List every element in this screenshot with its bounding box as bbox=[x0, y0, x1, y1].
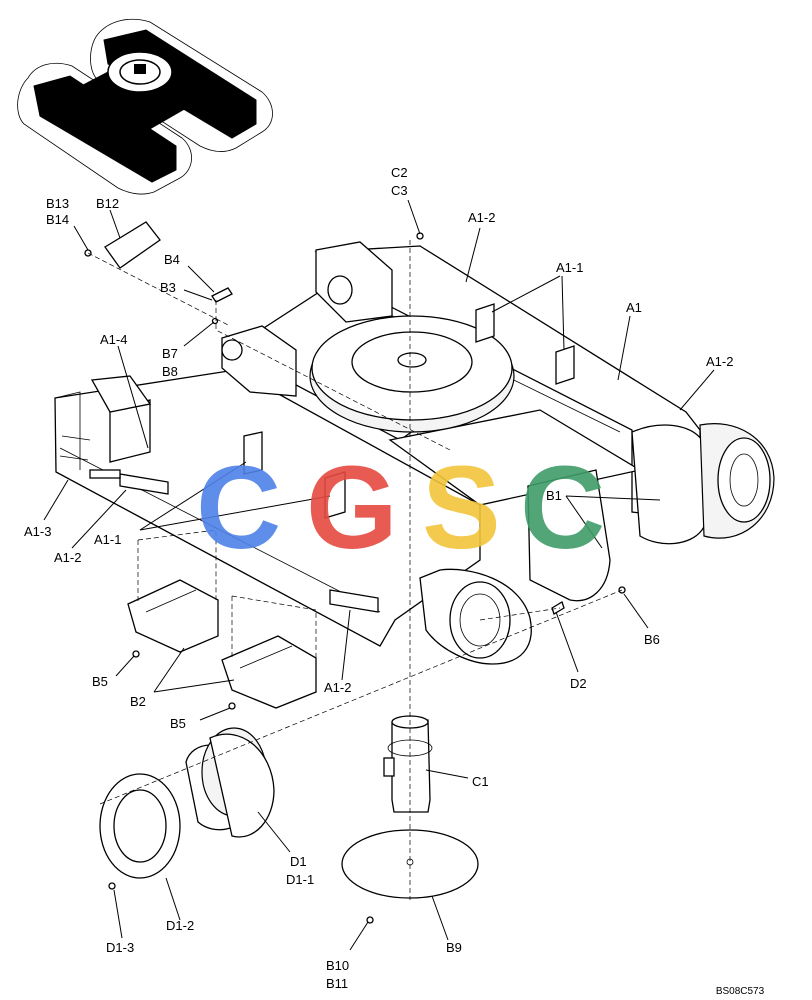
label-d1: D1 bbox=[290, 854, 307, 869]
label-b5-lower: B5 bbox=[170, 716, 186, 731]
label-a1: A1 bbox=[626, 300, 642, 315]
label-b4: B4 bbox=[164, 252, 180, 267]
cgsc-watermark: C G S C bbox=[196, 442, 605, 574]
label-b8: B8 bbox=[162, 364, 178, 379]
label-a1-2-bottom: A1-2 bbox=[324, 680, 351, 695]
label-b13: B13 bbox=[46, 196, 69, 211]
label-a1-2-right: A1-2 bbox=[706, 354, 733, 369]
alignment-lines bbox=[87, 240, 623, 900]
label-d2: D2 bbox=[570, 676, 587, 691]
leader-lines bbox=[43, 199, 715, 951]
label-b5-upper: B5 bbox=[92, 674, 108, 689]
label-d1-1: D1-1 bbox=[286, 872, 314, 887]
overview-thumbnail bbox=[17, 18, 273, 195]
watermark-letter-c1: C bbox=[196, 442, 281, 574]
label-a1-3: A1-3 bbox=[24, 524, 51, 539]
label-c3: C3 bbox=[391, 183, 408, 198]
label-a1-1-top: A1-1 bbox=[556, 260, 583, 275]
label-b11: B11 bbox=[326, 976, 348, 991]
label-b6: B6 bbox=[644, 632, 660, 647]
part-labels: B13 B14 B12 B4 B3 B7 B8 A1-4 C2 C3 A1-2 … bbox=[24, 165, 765, 997]
label-d1-3: D1-3 bbox=[106, 940, 134, 955]
watermark-letter-g: G bbox=[306, 442, 398, 574]
label-b12: B12 bbox=[96, 196, 119, 211]
label-b3: B3 bbox=[160, 280, 176, 295]
label-b10: B10 bbox=[326, 958, 349, 973]
label-b7: B7 bbox=[162, 346, 178, 361]
label-b2: B2 bbox=[130, 694, 146, 709]
track-frame-assembly bbox=[54, 241, 775, 665]
label-b14: B14 bbox=[46, 212, 69, 227]
label-a1-4: A1-4 bbox=[100, 332, 127, 347]
label-a1-1-left: A1-1 bbox=[94, 532, 121, 547]
label-c2: C2 bbox=[391, 165, 408, 180]
label-d1-2: D1-2 bbox=[166, 918, 194, 933]
label-b9: B9 bbox=[446, 940, 462, 955]
label-b1: B1 bbox=[546, 488, 562, 503]
label-a1-2-left: A1-2 bbox=[54, 550, 81, 565]
watermark-letter-s: S bbox=[422, 442, 501, 574]
label-a1-2-top: A1-2 bbox=[468, 210, 495, 225]
watermark-letter-c2: C bbox=[520, 442, 605, 574]
drawing-code: BS08C573 bbox=[716, 986, 765, 997]
loose-parts bbox=[84, 221, 626, 924]
label-c1: C1 bbox=[472, 774, 489, 789]
